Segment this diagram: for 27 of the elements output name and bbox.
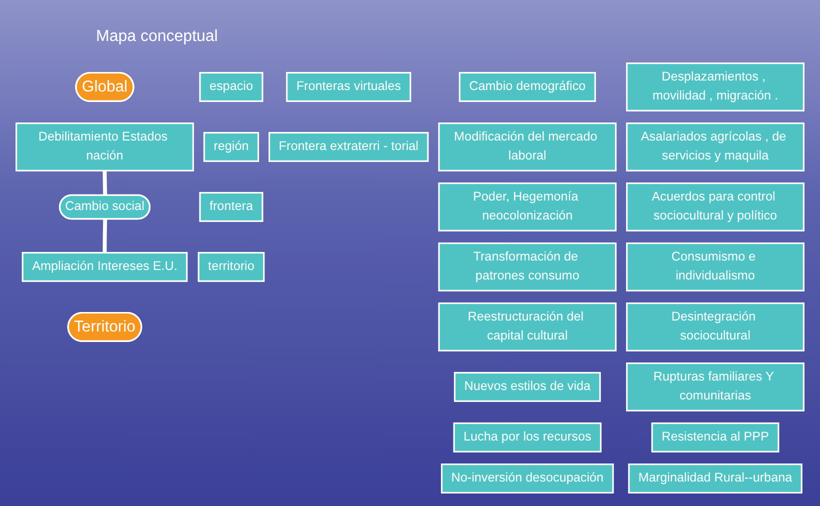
node-box: frontera: [199, 192, 264, 222]
node-box: Modificación del mercado laboral: [438, 122, 617, 172]
node-box: Transformación de patrones consumo: [438, 242, 617, 292]
node-box: Acuerdos para control sociocultural y político: [626, 182, 804, 232]
node-box: Consumismo e individualismo: [626, 242, 804, 292]
node-box: Marginalidad Rural--urbana: [628, 464, 802, 494]
node-box: Cambio demográfico: [458, 72, 596, 102]
node-box: Lucha por los recursos: [453, 422, 602, 452]
node-box: Desplazamientos , movilidad , migración .: [626, 62, 804, 112]
node-box: territorio: [198, 252, 265, 282]
node-box: Debilitamiento Estados nación: [16, 122, 194, 172]
node-box: Ampliación Intereses E.U.: [22, 252, 188, 282]
node-box: Poder, Hegemonía neocolonización: [438, 182, 617, 232]
node-box: Reestructuración del capital cultural: [438, 302, 617, 352]
node-box: Rupturas familiares Y comunitarias: [626, 362, 804, 412]
node-box: Asalariados agrícolas , de servicios y maquila: [626, 122, 804, 172]
node-box: Nuevos estilos de vida: [454, 372, 601, 402]
diagram-title: Mapa conceptual: [96, 28, 218, 46]
node-box: Resistencia al PPP: [651, 422, 780, 452]
node-box: espacio: [199, 72, 264, 102]
node-box: Fronteras virtuales: [286, 72, 412, 102]
node-box: Frontera extraterri - torial: [268, 132, 429, 162]
node-box: No-inversión desocupación: [440, 464, 614, 494]
connector: [102, 219, 108, 253]
node-box: región: [203, 132, 260, 162]
connector: [102, 170, 108, 196]
node-box: Desintegración sociocultural: [626, 302, 804, 352]
